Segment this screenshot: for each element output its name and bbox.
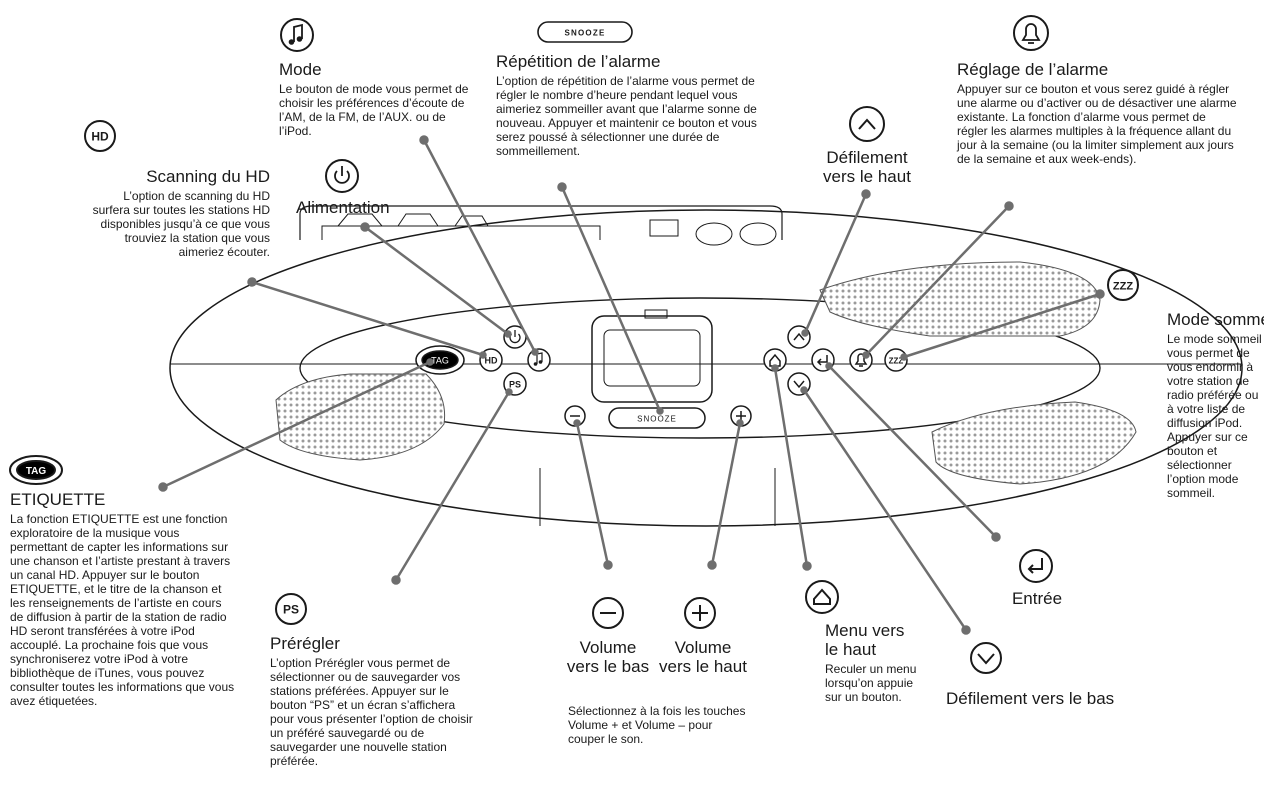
leader-tag <box>158 358 434 492</box>
speaker-grille-bottom-left <box>275 373 446 461</box>
scroll-up-callout: Défilement vers le haut <box>812 148 922 189</box>
volume-down-title-line2: vers le bas <box>566 657 650 676</box>
alarm-callout: Réglage de l’alarme Appuyer sur ce bouto… <box>957 60 1237 166</box>
tag-description: La fonction ETIQUETTE est une fonction e… <box>10 512 235 708</box>
mute-note: Sélectionnez à la fois les touches Volum… <box>568 704 746 746</box>
enter-callout: Entrée <box>1004 589 1070 611</box>
tag-oval-icon: TAG <box>9 455 63 485</box>
tag-icon-label: TAG <box>26 466 47 477</box>
tag-button-label: TAG <box>431 356 449 366</box>
leader-menu-up <box>771 364 812 571</box>
leader-hd <box>247 277 487 359</box>
volume-down-callout: Volume vers le bas <box>556 638 660 679</box>
hd-callout: Scanning du HD L’option de scanning du H… <box>88 167 270 259</box>
leader-preset <box>391 388 513 585</box>
speaker-grille-top-right <box>819 261 1101 337</box>
enter-arrow-icon <box>1019 549 1053 583</box>
ps-icon-label: PS <box>283 603 299 617</box>
snooze-title: Répétition de l’alarme <box>496 52 661 71</box>
sleep-callout: Mode sommeil Le mode sommeil vous permet… <box>1167 310 1264 500</box>
volume-up-title-line1: Volume <box>674 638 732 657</box>
ps-circle-icon: PS <box>275 593 307 625</box>
volume-up-title-line2: vers le haut <box>659 657 747 676</box>
minus-circle-icon <box>592 597 624 629</box>
hd-description: L’option de scanning du HD surfera sur t… <box>92 189 270 259</box>
leader-alarm <box>862 201 1014 359</box>
speaker-grille-bottom-right <box>931 401 1137 485</box>
menu-up-title-line1: Menu vers <box>825 621 905 640</box>
snooze-callout: Répétition de l’alarme L’option de répét… <box>496 52 772 158</box>
leader-sleep <box>900 289 1105 361</box>
power-title: Alimentation <box>296 198 390 217</box>
enter-title: Entrée <box>1011 589 1063 608</box>
tag-button[interactable]: TAG <box>415 345 465 375</box>
home-icon <box>805 580 839 614</box>
zzz-icon: ZZZ <box>1107 269 1139 301</box>
scroll-up-title-line2: vers le haut <box>823 167 911 186</box>
ps-button-label: PS <box>509 380 521 390</box>
volume-down-title-line1: Volume <box>579 638 637 657</box>
hd-circle-icon: HD <box>84 120 116 152</box>
music-note-icon <box>280 18 314 52</box>
bell-icon <box>1013 15 1049 51</box>
leader-scroll-up <box>801 189 871 337</box>
mode-title: Mode <box>279 60 322 79</box>
preset-description: L’option Prérégler vous permet de sélect… <box>270 656 473 768</box>
snooze-button-label: SNOOZE <box>637 415 677 424</box>
leader-mode <box>419 135 539 356</box>
menu-up-title-line2: le haut <box>825 640 877 659</box>
leader-scroll-down <box>800 386 971 635</box>
mode-callout: Mode Le bouton de mode vous permet de ch… <box>279 60 474 138</box>
scroll-down-callout: Défilement vers le bas <box>946 689 1146 711</box>
volume-up-callout: Volume vers le haut <box>648 638 758 679</box>
sleep-description: Le mode sommeil vous permet de vous endo… <box>1167 332 1262 500</box>
snooze-button[interactable]: SNOOZE <box>608 407 706 429</box>
radio-body <box>169 205 1243 527</box>
zzz-button-label: ZZZ <box>889 357 904 366</box>
hd-icon-label: HD <box>91 130 109 144</box>
alarm-title: Réglage de l’alarme <box>957 60 1109 79</box>
menu-up-callout: Menu vers le haut Reculer un menu lorsqu… <box>825 621 927 704</box>
tag-callout: ETIQUETTE La fonction ETIQUETTE est une … <box>10 490 238 708</box>
alarm-description: Appuyer sur ce bouton et vous serez guid… <box>957 82 1237 166</box>
chevron-up-icon <box>849 106 885 142</box>
snooze-description: L’option de répétition de l’alarme vous … <box>496 74 757 158</box>
leader-power <box>360 222 512 338</box>
chevron-down-icon <box>970 642 1002 674</box>
power-callout: Alimentation <box>296 198 390 220</box>
menu-up-description: Reculer un menu lorsqu’on appuie sur un … <box>825 662 917 704</box>
hd-title: Scanning du HD <box>146 167 270 186</box>
tag-title: ETIQUETTE <box>10 490 106 509</box>
scroll-up-title-line1: Défilement <box>826 148 908 167</box>
power-icon <box>325 159 359 193</box>
snooze-icon-label: SNOOZE <box>565 29 606 38</box>
sleep-title: Mode sommeil <box>1167 310 1264 329</box>
plus-circle-icon <box>684 597 716 629</box>
leader-volume-up <box>707 419 744 570</box>
preset-title: Prérégler <box>270 634 340 653</box>
leader-enter <box>825 362 1001 542</box>
volume-up-button[interactable] <box>730 405 752 427</box>
leader-snooze <box>557 182 664 415</box>
hd-button-label: HD <box>485 356 498 366</box>
zzz-icon-label: ZZZ <box>1113 281 1133 293</box>
mode-description: Le bouton de mode vous permet de choisir… <box>279 82 469 138</box>
mute-note-text: Sélectionnez à la fois les touches Volum… <box>568 704 746 746</box>
snooze-pill-icon: SNOOZE <box>537 21 633 43</box>
scroll-down-title: Défilement vers le bas <box>946 689 1115 708</box>
preset-callout: Prérégler L’option Prérégler vous permet… <box>270 634 480 768</box>
leader-volume-down <box>573 419 613 570</box>
